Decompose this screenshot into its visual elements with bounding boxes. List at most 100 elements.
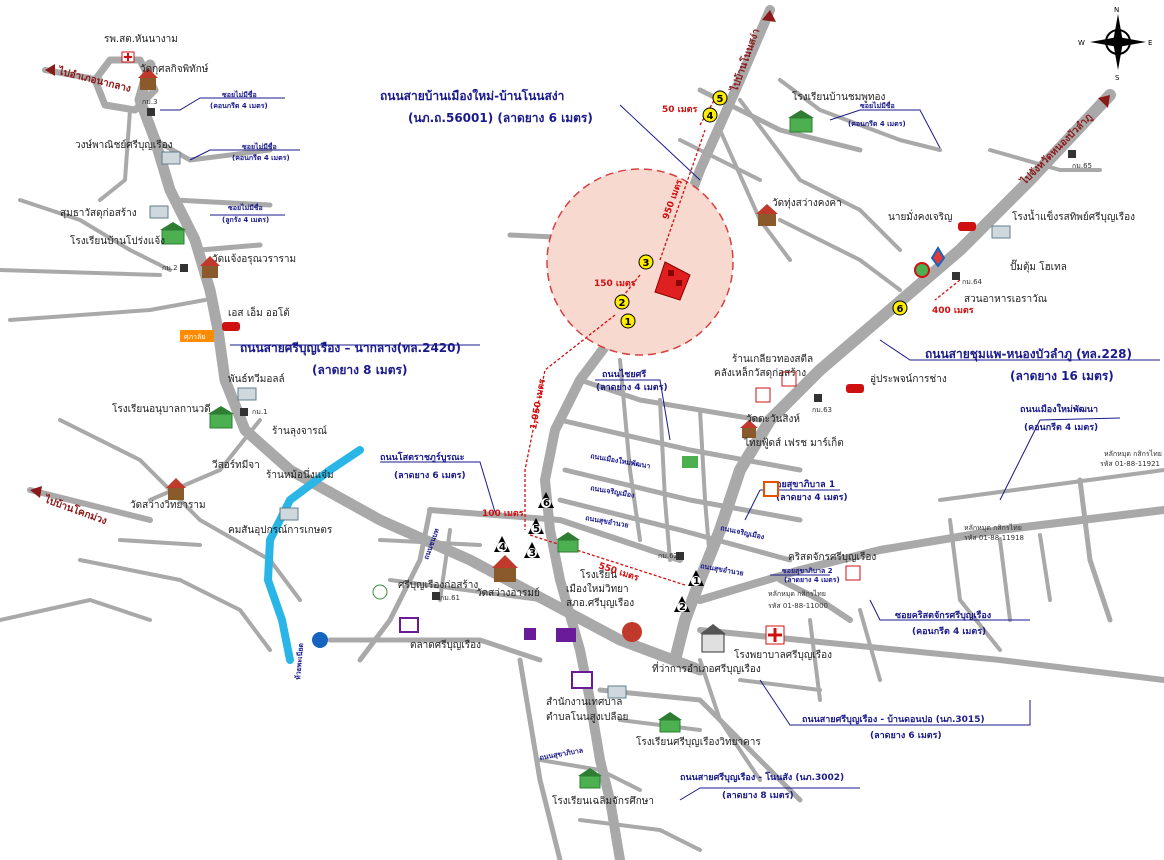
svg-text:ไปบ้านโนนสง่า: ไปบ้านโนนสง่า bbox=[727, 27, 762, 94]
soi-label-5: ซอยสุขาภิบาล 2 (ลาดยาง 4 เมตร) bbox=[770, 567, 840, 584]
marker-5-top: 5 bbox=[712, 90, 728, 106]
svg-text:S: S bbox=[1115, 74, 1120, 82]
svg-text:ไปอำเภอนากลาง: ไปอำเภอนากลาง bbox=[56, 64, 132, 95]
svg-text:ไทยฟู้ดส์ เฟรช มาร์เก็ต: ไทยฟู้ดส์ เฟรช มาร์เก็ต bbox=[743, 435, 844, 449]
svg-text:(ลาดยาง 16 เมตร): (ลาดยาง 16 เมตร) bbox=[1010, 369, 1114, 383]
car-icon bbox=[846, 384, 864, 393]
svg-text:หลักหมุด กสิกรไทย: หลักหมุด กสิกรไทย bbox=[964, 523, 1022, 532]
svg-text:โรงเรียนเฉลิมจักรศึกษา: โรงเรียนเฉลิมจักรศึกษา bbox=[552, 794, 654, 807]
svg-text:(ลาดยาง 6 เมตร): (ลาดยาง 6 เมตร) bbox=[394, 471, 466, 481]
svg-text:ร้านเกลียวทองสตีล: ร้านเกลียวทองสตีล bbox=[732, 353, 813, 365]
svg-text:(คอนกรีต 4 เมตร): (คอนกรีต 4 เมตร) bbox=[232, 154, 290, 162]
svg-text:กม.63: กม.63 bbox=[812, 406, 832, 414]
svg-text:ซอยสุขาภิบาล 2: ซอยสุขาภิบาล 2 bbox=[782, 567, 833, 575]
bank-icon bbox=[312, 584, 388, 648]
temple-icon bbox=[200, 256, 220, 278]
svg-text:ซอยไม่มีชื่อ: ซอยไม่มีชื่อ bbox=[228, 202, 263, 212]
svg-text:นายมั่งคงเจริญ: นายมั่งคงเจริญ bbox=[888, 209, 953, 223]
municipal-icon bbox=[399, 617, 419, 633]
road-label-r1: ถนนสายบ้านเมืองใหม่-บ้านโนนสง่า (นภ.ถ.56… bbox=[380, 88, 701, 181]
svg-text:รพ.สต.หันนางาม: รพ.สต.หันนางาม bbox=[104, 34, 178, 45]
hardware-icon bbox=[755, 371, 797, 403]
shop-icon bbox=[149, 205, 169, 219]
svg-text:ถนนสายชุมแพ-หนองบัวลำภู (ทล.22: ถนนสายชุมแพ-หนองบัวลำภู (ทล.228) bbox=[925, 347, 1132, 362]
svg-text:5: 5 bbox=[533, 524, 540, 535]
hospital-icon bbox=[121, 51, 135, 63]
svg-text:กม.64: กม.64 bbox=[962, 278, 983, 286]
arrow-nakhlang: ไปอำเภอนากลาง bbox=[45, 64, 132, 95]
tri-5: 5 bbox=[528, 518, 544, 535]
car-icon bbox=[222, 322, 240, 331]
svg-text:(คอนกรีต 4 เมตร): (คอนกรีต 4 เมตร) bbox=[912, 626, 986, 637]
river bbox=[263, 446, 364, 664]
svg-text:ไปจังหวัดหนองบัวลำภู: ไปจังหวัดหนองบัวลำภู bbox=[1017, 110, 1095, 188]
government-icon bbox=[700, 624, 726, 653]
soi-label-4: ซอยไม่มีชื่อ (คอนกรีต 4 เมตร) bbox=[829, 100, 941, 149]
svg-text:150 เมตร: 150 เมตร bbox=[594, 279, 636, 289]
soi-label-3: ซอยไม่มีชื่อ (ลูกรัง 4 เมตร) bbox=[210, 202, 285, 225]
road-labels: ถนนสายบ้านเมืองใหม่-บ้านโนนสง่า (นภ.ถ.56… bbox=[230, 88, 1160, 801]
svg-text:ถนนสายศรีบุญเรือง – นากลาง(ทล.: ถนนสายศรีบุญเรือง – นากลาง(ทล.2420) bbox=[240, 341, 461, 356]
svg-text:วัดตะวันสิงห์: วัดตะวันสิงห์ bbox=[746, 413, 800, 425]
temple-icon bbox=[138, 68, 158, 90]
svg-text:(ลาดยาง 4 เมตร): (ลาดยาง 4 เมตร) bbox=[596, 383, 668, 393]
svg-text:วัดกุศลกิจพิทักษ์: วัดกุศลกิจพิทักษ์ bbox=[140, 63, 209, 75]
tri-3: 3 bbox=[524, 542, 540, 559]
school-icon bbox=[788, 110, 814, 133]
svg-text:โรงพยาบาลศรีบุญเรือง: โรงพยาบาลศรีบุญเรือง bbox=[734, 648, 832, 661]
svg-text:4: 4 bbox=[499, 542, 506, 553]
svg-text:ถนนไชยศรี: ถนนไชยศรี bbox=[602, 368, 646, 380]
shop-icon bbox=[279, 507, 299, 521]
temple-icon bbox=[740, 420, 758, 438]
svg-text:(คอนกรีต 4 เมตร): (คอนกรีต 4 เมตร) bbox=[848, 120, 906, 128]
svg-text:กม.61: กม.61 bbox=[440, 594, 460, 602]
svg-text:(ลาดยาง 4 เมตร): (ลาดยาง 4 เมตร) bbox=[776, 493, 848, 503]
svg-text:ถนนสายศรีบุญเรือง - บ้านดอนปอ: ถนนสายศรีบุญเรือง - บ้านดอนปอ (นภ.3015) bbox=[802, 713, 985, 725]
svg-text:100 เมตร: 100 เมตร bbox=[482, 509, 524, 519]
road-label-r2: ถนนสายศรีบุญเรือง – นากลาง(ทล.2420) (ลาด… bbox=[230, 341, 480, 377]
marker-1-site: 1 bbox=[620, 313, 636, 329]
svg-text:2: 2 bbox=[679, 602, 686, 613]
tri-4: 4 bbox=[494, 536, 510, 553]
temple-icon bbox=[166, 478, 186, 500]
svg-text:อู่ประพจน์การช่าง: อู่ประพจน์การช่าง bbox=[870, 373, 947, 385]
svg-text:ถนนเมืองใหม่พัฒนา: ถนนเมืองใหม่พัฒนา bbox=[590, 451, 651, 470]
svg-text:กม.1: กม.1 bbox=[252, 408, 268, 416]
svg-text:สุมธาวัสดุก่อสร้าง: สุมธาวัสดุก่อสร้าง bbox=[60, 207, 137, 219]
svg-text:3: 3 bbox=[643, 258, 650, 269]
svg-text:ถนนเมืองใหม่พัฒนา: ถนนเมืองใหม่พัฒนา bbox=[1020, 403, 1098, 415]
church-icon bbox=[845, 565, 861, 581]
svg-text:ซอยไม่มีชื่อ: ซอยไม่มีชื่อ bbox=[860, 100, 895, 110]
svg-text:ซอยไม่มีชื่อ: ซอยไม่มีชื่อ bbox=[242, 141, 277, 151]
tri-2: 2 bbox=[674, 596, 690, 613]
police-icon bbox=[622, 622, 642, 642]
km-marker-icon bbox=[432, 592, 440, 600]
svg-text:5: 5 bbox=[717, 94, 724, 105]
school-icon bbox=[208, 406, 234, 429]
km-marker-icon bbox=[814, 394, 822, 402]
shop-icon bbox=[237, 387, 257, 401]
soi-label-1: ซอยไม่มีชื่อ (คอนกรีต 4 เมตร) bbox=[160, 89, 285, 111]
svg-text:6: 6 bbox=[897, 304, 904, 315]
road-label-r7: ถนนสายศรีบุญเรือง - โนนสัง (นภ.3002) (ลา… bbox=[679, 771, 860, 801]
svg-text:กม.3: กม.3 bbox=[142, 98, 158, 106]
svg-text:ถนนสายบ้านเมืองใหม่-บ้านโนนสง่: ถนนสายบ้านเมืองใหม่-บ้านโนนสง่า bbox=[380, 88, 564, 103]
road-network bbox=[0, 5, 1164, 860]
svg-text:ที่ว่าการอำเภอศรีบุญเรือง: ที่ว่าการอำเภอศรีบุญเรือง bbox=[652, 661, 761, 675]
svg-text:ตำบลโนนสูงเปลือย: ตำบลโนนสูงเปลือย bbox=[546, 710, 628, 723]
svg-text:หลักหมุด กสิกรไทย: หลักหมุด กสิกรไทย bbox=[768, 589, 826, 598]
municipal-icon bbox=[571, 671, 593, 689]
school-icon bbox=[658, 712, 682, 733]
marker-3-site: 3 bbox=[638, 254, 654, 270]
svg-text:วีสอร์ทมีจา: วีสอร์ทมีจา bbox=[212, 459, 260, 471]
svg-text:วัดสว่างวิทยาราม: วัดสว่างวิทยาราม bbox=[130, 500, 206, 511]
gas-station-icon bbox=[914, 262, 930, 278]
temple-icon bbox=[756, 204, 778, 226]
svg-text:เอส เอ็ม ออโต้: เอส เอ็ม ออโต้ bbox=[228, 305, 290, 319]
svg-text:N: N bbox=[1114, 6, 1119, 14]
svg-text:โรงเรียนบ้านชมพูทอง: โรงเรียนบ้านชมพูทอง bbox=[792, 90, 885, 103]
svg-text:(ลาดยาง 8 เมตร): (ลาดยาง 8 เมตร) bbox=[722, 791, 794, 801]
km-marker-icon bbox=[240, 408, 248, 416]
road-label-r4: ถนนโสตราชภูร์บูรณะ (ลาดยาง 6 เมตร) bbox=[380, 451, 496, 513]
